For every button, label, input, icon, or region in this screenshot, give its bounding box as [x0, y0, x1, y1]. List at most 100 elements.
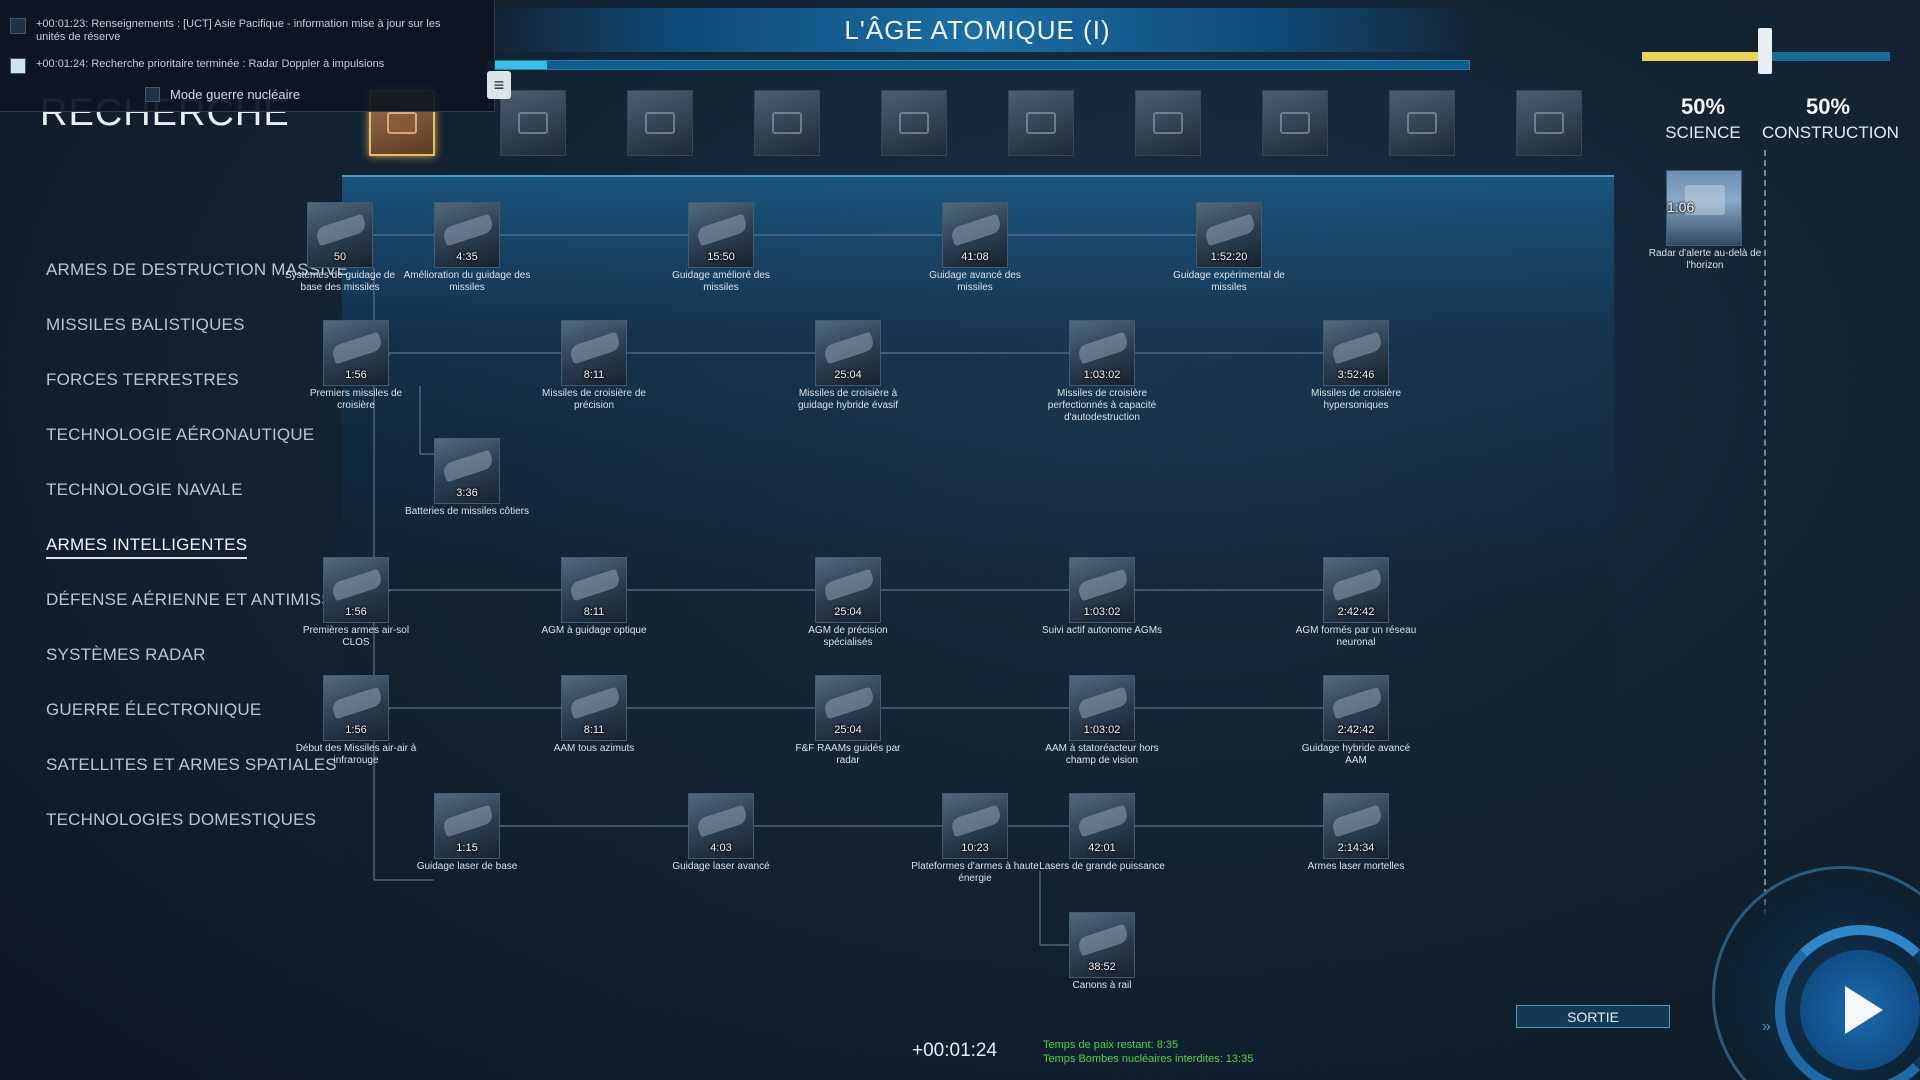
tech-tile[interactable]: 1:03:02 — [1069, 675, 1135, 741]
tech-tile[interactable]: 1:03:02 — [1069, 557, 1135, 623]
tech-label: AGM formés par un réseau neuronal — [1295, 625, 1417, 648]
category-item[interactable]: TECHNOLOGIE NAVALE — [46, 480, 243, 499]
pc-era-icon[interactable] — [881, 90, 947, 156]
notification-checkbox[interactable] — [10, 58, 26, 74]
era-glyph — [1280, 112, 1310, 134]
category-item[interactable]: DÉFENSE AÉRIENNE ET ANTIMISSILE — [46, 590, 359, 609]
tech-tile[interactable]: 1:03:02 — [1069, 320, 1135, 386]
weapon-icon — [441, 449, 495, 483]
weapon-icon — [1203, 213, 1257, 247]
tech-tile[interactable]: 38:52 — [1069, 912, 1135, 978]
play-icon — [1845, 986, 1883, 1034]
tech-tile[interactable]: 10:23 — [942, 793, 1008, 859]
category-item[interactable]: ARMES INTELLIGENTES — [46, 535, 248, 559]
tech-label: Début des Missiles air-air à infrarouge — [295, 743, 417, 766]
tech-tile[interactable]: 1:15 — [434, 793, 500, 859]
notification-checkbox[interactable] — [10, 18, 26, 34]
tech-time: 1:56 — [345, 606, 367, 618]
smartwatch-era-icon[interactable] — [1262, 90, 1328, 156]
category-item[interactable]: MISSILES BALISTIQUES — [46, 315, 245, 334]
tech-tile[interactable]: 25:04 — [815, 320, 881, 386]
tech-tile[interactable]: 41:08 — [942, 202, 1008, 268]
tech-tile[interactable]: 1:06 — [1666, 170, 1742, 246]
slider-handle[interactable] — [1758, 28, 1772, 74]
tech-tile[interactable]: 2:14:34 — [1323, 793, 1389, 859]
tech-time: 2:42:42 — [1337, 724, 1375, 736]
science-label: SCIENCE — [1665, 123, 1741, 142]
weapon-icon — [1076, 923, 1130, 957]
era-glyph — [518, 112, 548, 134]
notification-item[interactable]: +00:01:23: Renseignements : [UCT] Asie P… — [10, 18, 470, 44]
category-item[interactable]: FORCES TERRESTRES — [46, 370, 239, 389]
cassette-era-icon[interactable] — [500, 90, 566, 156]
tech-tile[interactable]: 2:42:42 — [1323, 557, 1389, 623]
tech-tile[interactable]: 3:36 — [434, 438, 500, 504]
tech-time: 1:06 — [1667, 199, 1695, 215]
category-item[interactable]: ARMES DE DESTRUCTION MASSIVE — [46, 260, 349, 279]
weapon-icon — [1076, 804, 1130, 838]
tech-tile[interactable]: 3:52:46 — [1323, 320, 1389, 386]
mobile-phone-era-icon[interactable] — [754, 90, 820, 156]
nuclear-mode-checkbox[interactable] — [145, 87, 160, 102]
era-glyph — [1534, 112, 1564, 134]
tech-tile[interactable]: 8:11 — [561, 557, 627, 623]
tech-tile[interactable]: 1:52:20 — [1196, 202, 1262, 268]
exit-button[interactable]: SORTIE — [1516, 1005, 1670, 1028]
menu-icon[interactable]: ≡ — [487, 71, 511, 99]
futuristic-era-icon[interactable] — [1516, 90, 1582, 156]
era-glyph — [1153, 112, 1183, 134]
tech-label: Lasers de grande puissance — [1039, 861, 1165, 872]
weapon-icon — [1076, 568, 1130, 602]
tech-tile[interactable]: 25:04 — [815, 557, 881, 623]
tech-time: 25:04 — [834, 606, 862, 618]
tech-tile[interactable]: 15:50 — [688, 202, 754, 268]
tech-tile[interactable]: 8:11 — [561, 320, 627, 386]
fast-forward-icon[interactable]: » — [1762, 1018, 1771, 1035]
category-item[interactable]: SYSTÈMES RADAR — [46, 645, 206, 664]
tech-label: Canons à rail — [1072, 980, 1132, 991]
era-progress-bar — [487, 60, 1470, 70]
tech-time: 25:04 — [834, 724, 862, 736]
category-item[interactable]: TECHNOLOGIE AÉRONAUTIQUE — [46, 425, 315, 444]
tech-time: 1:03:02 — [1083, 369, 1121, 381]
weapon-icon — [1330, 568, 1384, 602]
science-fill — [1642, 52, 1766, 61]
tech-tile[interactable]: 4:35 — [434, 202, 500, 268]
tech-tile[interactable]: 2:42:42 — [1323, 675, 1389, 741]
category-item[interactable]: GUERRE ÉLECTRONIQUE — [46, 700, 262, 719]
weapon-icon — [822, 568, 876, 602]
drone-era-icon[interactable] — [1389, 90, 1455, 156]
tech-time: 42:01 — [1088, 842, 1116, 854]
console-era-icon[interactable] — [627, 90, 693, 156]
era-glyph — [1407, 112, 1437, 134]
category-item[interactable]: TECHNOLOGIES DOMESTIQUES — [46, 810, 317, 829]
era-glyph — [387, 112, 417, 134]
laptop-era-icon[interactable] — [1008, 90, 1074, 156]
weapon-icon — [1330, 331, 1384, 365]
notification-item[interactable]: +00:01:24: Recherche prioritaire terminé… — [10, 58, 470, 74]
play-button[interactable] — [1800, 950, 1920, 1070]
era-title: L'ÂGE ATOMIQUE (I) — [485, 8, 1470, 52]
tech-tile[interactable]: 1:56 — [323, 320, 389, 386]
tech-time: 41:08 — [961, 251, 989, 263]
tech-time: 4:35 — [456, 251, 478, 263]
tech-tile[interactable]: 8:11 — [561, 675, 627, 741]
tech-label: AGM à guidage optique — [541, 625, 647, 636]
nuclear-mode-toggle[interactable]: Mode guerre nucléaire — [145, 87, 300, 102]
category-item[interactable]: SATELLITES ET ARMES SPATIALES — [46, 755, 337, 774]
weapon-icon — [949, 804, 1003, 838]
nuke-ban-time: Temps Bombes nucléaires interdites: 13:3… — [1043, 1053, 1254, 1065]
tech-time: 1:52:20 — [1210, 251, 1248, 263]
science-percent: 50% — [1680, 94, 1726, 119]
tech-tile[interactable]: 42:01 — [1069, 793, 1135, 859]
tech-tile[interactable]: 25:04 — [815, 675, 881, 741]
notification-panel: +00:01:23: Renseignements : [UCT] Asie P… — [0, 0, 495, 112]
tech-time: 15:50 — [707, 251, 735, 263]
smartphone-era-icon[interactable] — [1135, 90, 1201, 156]
tech-tile[interactable]: 1:56 — [323, 557, 389, 623]
tech-label: Guidage amélioré des missiles — [672, 270, 770, 293]
tech-tile[interactable]: 1:56 — [323, 675, 389, 741]
speed-ring[interactable] — [1775, 925, 1920, 1080]
tech-tile[interactable]: 4:03 — [688, 793, 754, 859]
tech-tile[interactable]: 50 — [307, 202, 373, 268]
